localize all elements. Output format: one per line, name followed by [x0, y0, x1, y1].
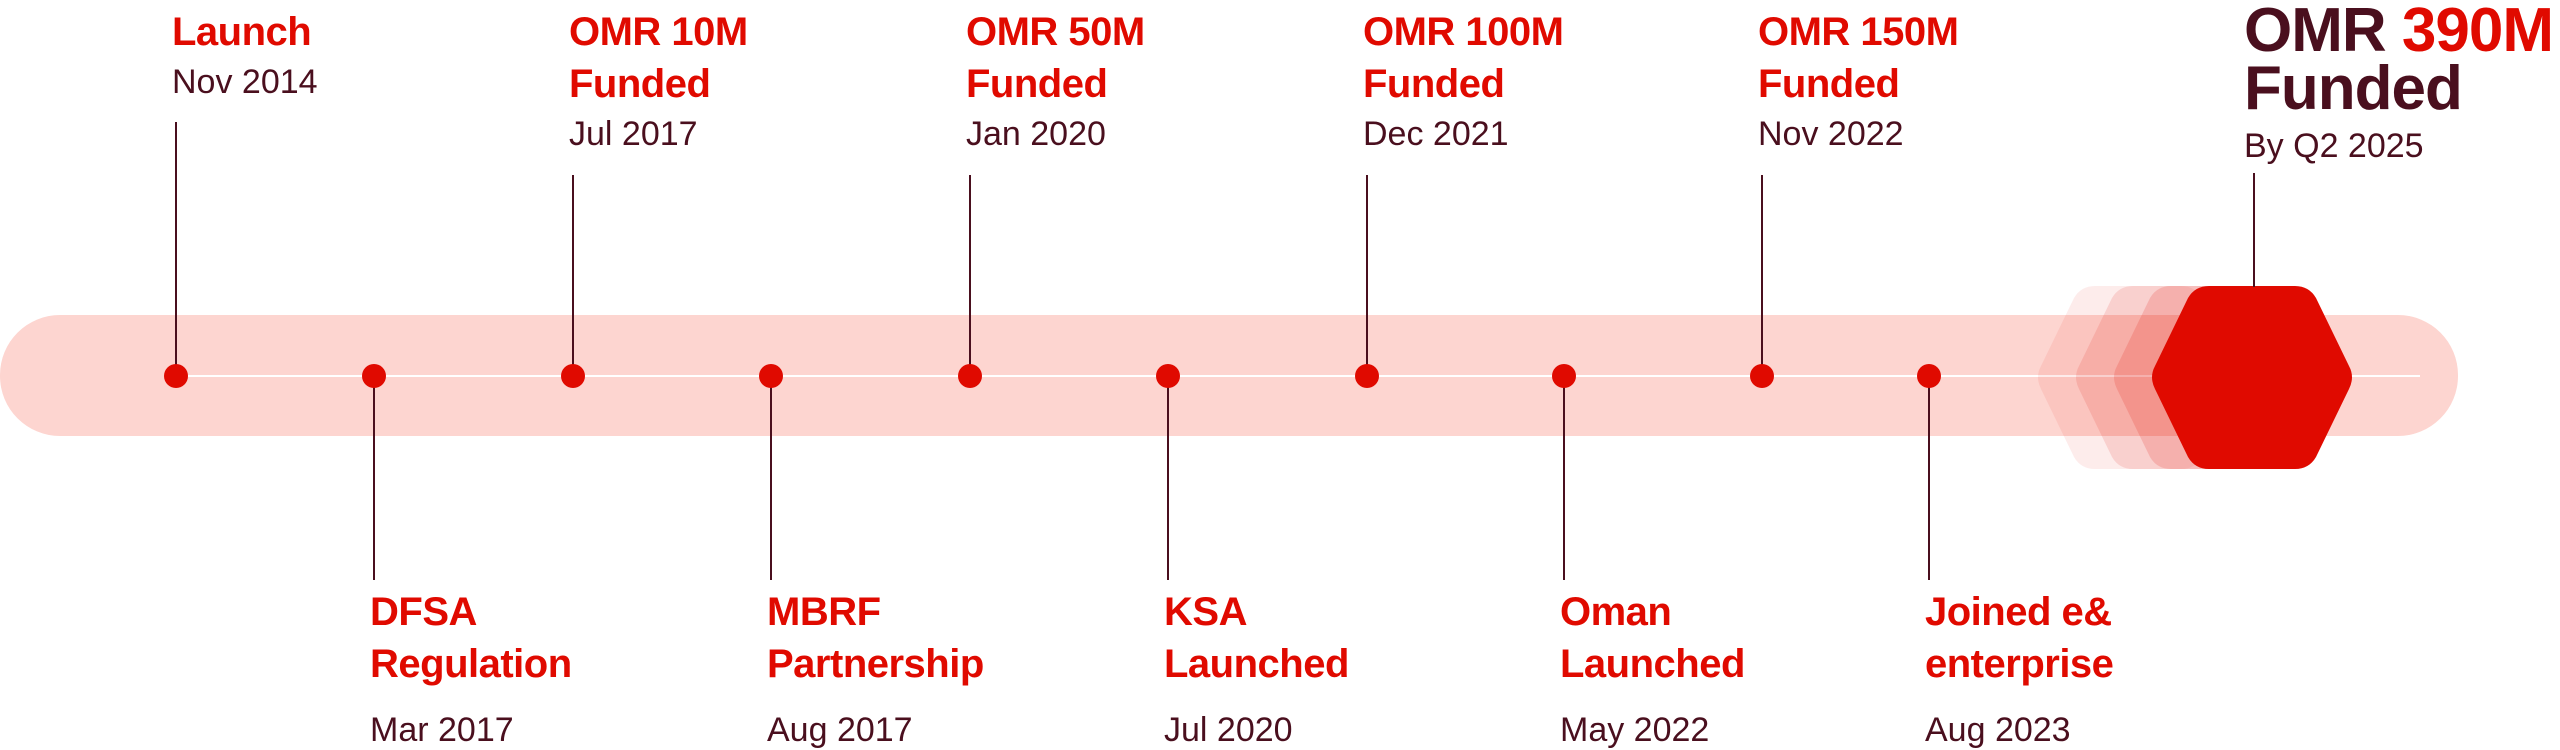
- milestone-title: OMR 150M: [1758, 10, 1959, 54]
- milestone-title: OMR 50M: [966, 10, 1145, 54]
- final-title: OMR 390M: [2244, 0, 2554, 62]
- milestone-title: Regulation: [370, 642, 572, 686]
- milestone-date: May 2022: [1560, 711, 1710, 749]
- milestone-title: Funded: [1758, 62, 1900, 106]
- milestone-date: Jan 2020: [966, 115, 1106, 153]
- final-amount: 390M: [2401, 0, 2554, 65]
- milestone-dot: [1355, 364, 1379, 388]
- milestone-title: Funded: [569, 62, 711, 106]
- milestone-title: Partnership: [767, 642, 984, 686]
- milestone-connector: [1928, 376, 1930, 580]
- final-prefix: OMR: [2244, 0, 2387, 65]
- milestone-connector: [1761, 175, 1763, 376]
- milestone-connector: [572, 175, 574, 376]
- milestone-dot: [164, 364, 188, 388]
- final-connector: [2253, 173, 2255, 287]
- milestone-title: Launch: [172, 10, 312, 54]
- milestone-title: Joined e&: [1925, 590, 2112, 634]
- milestone-date: Dec 2021: [1363, 115, 1509, 153]
- milestone-connector: [1366, 175, 1368, 376]
- final-title-line2: Funded: [2244, 54, 2463, 123]
- milestone-dot: [1750, 364, 1774, 388]
- milestone-dot: [561, 364, 585, 388]
- milestone-date: Aug 2017: [767, 711, 913, 749]
- milestone-date: Nov 2014: [172, 63, 318, 101]
- milestone-date: Aug 2023: [1925, 711, 2071, 749]
- milestone-dot: [759, 364, 783, 388]
- milestone-title: MBRF: [767, 590, 881, 634]
- hexagon-final-icon: [2152, 286, 2352, 469]
- milestone-connector: [175, 122, 177, 376]
- milestone-connector: [770, 376, 772, 580]
- milestone-title: Funded: [966, 62, 1108, 106]
- milestone-dot: [958, 364, 982, 388]
- milestone-dot: [1917, 364, 1941, 388]
- milestone-title: Launched: [1560, 642, 1745, 686]
- final-date: By Q2 2025: [2244, 127, 2424, 165]
- milestone-title: Funded: [1363, 62, 1505, 106]
- milestone-date: Nov 2022: [1758, 115, 1904, 153]
- milestone-dot: [1552, 364, 1576, 388]
- milestone-connector: [373, 376, 375, 580]
- milestone-dot: [1156, 364, 1180, 388]
- milestone-title: OMR 100M: [1363, 10, 1564, 54]
- timeline-center-line: [176, 375, 2420, 377]
- milestone-dot: [362, 364, 386, 388]
- milestone-title: OMR 10M: [569, 10, 748, 54]
- milestone-connector: [969, 175, 971, 376]
- milestone-date: Mar 2017: [370, 711, 514, 749]
- final-milestone: OMR 390M Funded By Q2 2025: [2244, 0, 2554, 166]
- milestone-title: Launched: [1164, 642, 1349, 686]
- milestone-title: Oman: [1560, 590, 1672, 634]
- milestone-connector: [1563, 376, 1565, 580]
- milestone-date: Jul 2020: [1164, 711, 1293, 749]
- milestone-title: KSA: [1164, 590, 1247, 634]
- milestone-date: Jul 2017: [569, 115, 698, 153]
- milestone-connector: [1167, 376, 1169, 580]
- milestone-title: DFSA: [370, 590, 477, 634]
- milestone-title: enterprise: [1925, 642, 2114, 686]
